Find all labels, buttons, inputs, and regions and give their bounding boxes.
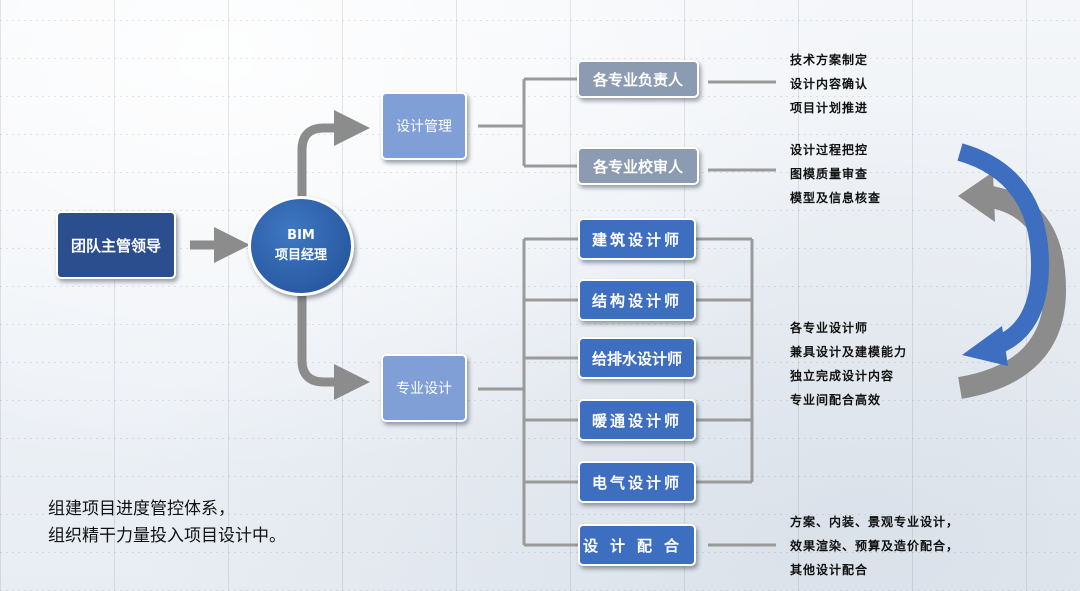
role-label: 给排水设计师 — [591, 349, 682, 368]
role-label: 设计配合 — [582, 536, 691, 555]
role-box-architect: 建筑设计师 — [578, 218, 696, 260]
role-box-design-support: 设计配合 — [578, 524, 696, 566]
bottom-caption: 组建项目进度管控体系， 组织精干力量投入项目设计中。 — [48, 496, 286, 550]
note-line: 设计内容确认 — [790, 77, 869, 91]
note-line: 项目计划推进 — [790, 101, 869, 115]
role-box-discipline-lead: 各专业负责人 — [577, 60, 699, 98]
note-line: 图模质量审查 — [790, 167, 869, 181]
note-connectors — [708, 80, 776, 547]
note-line: 效果渲染、预算及造价配合， — [790, 539, 960, 553]
spec-bracket — [478, 237, 578, 547]
designer-notes: 各专业设计师 兼具设计及建模能力 独立完成设计内容 专业间配合高效 — [790, 316, 907, 412]
team-leader-label: 团队主管领导 — [70, 236, 161, 255]
note-line: 专业间配合高效 — [790, 393, 882, 407]
role-box-hvac: 暖通设计师 — [578, 399, 696, 441]
curved-arrow-gray-head — [958, 172, 995, 222]
arrow-pm-to-mgmt — [297, 110, 370, 198]
note-line: 设计过程把控 — [790, 143, 869, 157]
lead-notes: 技术方案制定 设计内容确认 项目计划推进 — [790, 48, 868, 120]
professional-design-label: 专业设计 — [396, 381, 452, 397]
professional-design-box: 专业设计 — [381, 354, 467, 422]
curved-arrow-blue-head — [962, 326, 1008, 366]
role-label: 各专业负责人 — [592, 70, 683, 89]
support-notes: 方案、内装、景观专业设计， 效果渲染、预算及造价配合， 其他设计配合 — [790, 510, 959, 582]
design-management-box: 设计管理 — [381, 92, 467, 160]
role-label: 暖通设计师 — [591, 411, 682, 430]
caption-line: 组织精干力量投入项目设计中。 — [48, 526, 286, 546]
design-management-label: 设计管理 — [396, 119, 452, 135]
reviewer-notes: 设计过程把控 图模质量审查 模型及信息核查 — [790, 138, 881, 210]
role-box-structural: 结构设计师 — [578, 279, 696, 321]
note-line: 兼具设计及建模能力 — [790, 345, 908, 359]
arrow-pm-to-spec — [297, 294, 370, 400]
pm-label-line2: 项目经理 — [274, 248, 327, 263]
pm-label-line1: BIM — [287, 228, 315, 243]
role-label: 结构设计师 — [591, 291, 682, 310]
mgmt-bracket — [478, 77, 577, 168]
note-line: 模型及信息核查 — [790, 191, 882, 205]
role-box-reviewer: 各专业校审人 — [577, 147, 699, 185]
role-label: 各专业校审人 — [592, 157, 683, 176]
note-line: 各专业设计师 — [790, 321, 869, 335]
bim-pm-circle: BIM 项目经理 — [248, 196, 354, 296]
role-box-plumbing: 给排水设计师 — [578, 337, 696, 379]
role-label: 建筑设计师 — [591, 230, 682, 249]
note-line: 技术方案制定 — [790, 53, 869, 67]
designers-right-bracket — [696, 237, 754, 484]
role-box-electrical: 电气设计师 — [578, 461, 696, 503]
note-line: 方案、内装、景观专业设计， — [790, 515, 960, 529]
curved-arrow-blue — [957, 143, 1050, 355]
note-line: 其他设计配合 — [790, 563, 869, 577]
role-label: 电气设计师 — [591, 473, 682, 492]
caption-line: 组建项目进度管控体系， — [48, 499, 235, 519]
team-leader-box: 团队主管领导 — [56, 211, 176, 279]
note-line: 独立完成设计内容 — [790, 369, 895, 383]
